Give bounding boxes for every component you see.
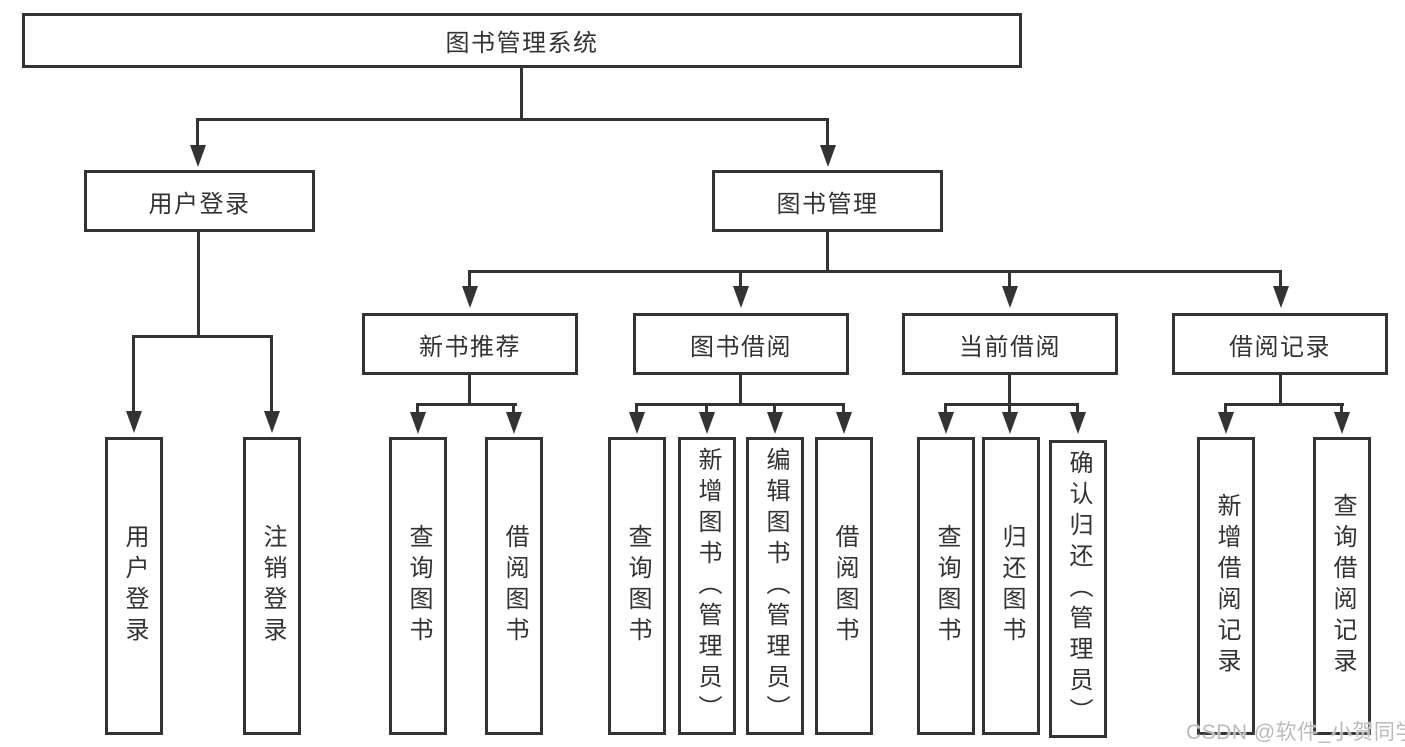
- leaf-edit-books-admin: 编辑图书（管理员）: [746, 437, 804, 735]
- leaf-query-books-recommend-label: 查询图书: [405, 524, 432, 648]
- node-current-borrow: 当前借阅: [902, 313, 1118, 375]
- leaf-logout: 注销登录: [243, 437, 301, 735]
- connector-segment: [197, 232, 200, 337]
- connector-segment: [520, 68, 523, 120]
- connector-segment: [826, 118, 829, 147]
- leaf-borrow-books: 借阅图书: [815, 437, 873, 735]
- connector-segment: [1340, 403, 1343, 414]
- node-borrow-record-label: 借阅记录: [1229, 333, 1331, 361]
- connector-segment: [739, 375, 742, 406]
- arrow-down-icon: [836, 412, 852, 434]
- node-book-management-label: 图书管理: [776, 190, 879, 218]
- leaf-query-books-current-label: 查询图书: [933, 524, 960, 648]
- connector-segment: [842, 403, 845, 414]
- arrow-down-icon: [1002, 412, 1018, 434]
- leaf-add-books-admin: 新增图书（管理员）: [678, 437, 736, 735]
- connector-segment: [270, 335, 273, 413]
- leaf-return-books-label: 归还图书: [998, 524, 1025, 648]
- node-book-borrow: 图书借阅: [633, 313, 849, 375]
- arrow-down-icon: [506, 412, 522, 434]
- arrow-down-icon: [733, 286, 749, 308]
- connector-segment: [944, 403, 1079, 406]
- leaf-confirm-return-admin: 确认归还（管理员）: [1049, 440, 1107, 738]
- node-book-management: 图书管理: [712, 170, 943, 232]
- arrow-down-icon: [1334, 412, 1350, 434]
- leaf-user-login: 用户登录: [105, 437, 163, 735]
- leaf-add-borrow-record: 新增借阅记录: [1197, 437, 1255, 735]
- node-new-book-recommend-label: 新书推荐: [419, 333, 521, 361]
- connector-segment: [944, 403, 947, 414]
- leaf-return-books: 归还图书: [982, 437, 1040, 735]
- connector-segment: [132, 335, 135, 413]
- leaf-borrow-books-recommend-label: 借阅图书: [501, 524, 528, 648]
- arrow-down-icon: [190, 145, 206, 167]
- leaf-add-borrow-record-label: 新增借阅记录: [1213, 493, 1240, 679]
- connector-segment: [416, 403, 419, 414]
- node-root-label: 图书管理系统: [445, 30, 599, 57]
- arrow-down-icon: [629, 412, 645, 434]
- connector-segment: [1279, 375, 1282, 406]
- node-borrow-record: 借阅记录: [1172, 313, 1388, 375]
- leaf-edit-books-admin-label: 编辑图书（管理员）: [762, 446, 789, 726]
- arrow-down-icon: [1218, 412, 1234, 434]
- connector-segment: [739, 270, 742, 288]
- connector-segment: [1224, 403, 1227, 414]
- leaf-query-books-current: 查询图书: [917, 437, 975, 735]
- connector-segment: [1076, 403, 1079, 414]
- connector-segment: [196, 118, 829, 121]
- arrow-down-icon: [462, 286, 478, 308]
- connector-segment: [468, 375, 471, 406]
- arrow-down-icon: [1002, 286, 1018, 308]
- connector-segment: [635, 403, 638, 414]
- connector-segment: [468, 270, 471, 288]
- leaf-query-borrow-record: 查询借阅记录: [1313, 437, 1371, 735]
- arrow-down-icon: [699, 412, 715, 434]
- leaf-logout-label: 注销登录: [259, 524, 286, 648]
- connector-segment: [1008, 375, 1011, 406]
- connector-segment: [773, 403, 776, 414]
- leaf-borrow-books-recommend: 借阅图书: [485, 437, 543, 735]
- leaf-add-books-admin-label: 新增图书（管理员）: [694, 446, 721, 726]
- connector-segment: [1279, 270, 1282, 288]
- connector-segment: [826, 232, 829, 272]
- connector-segment: [468, 270, 1282, 273]
- leaf-query-books-recommend: 查询图书: [389, 437, 447, 735]
- leaf-query-books-borrow: 查询图书: [608, 437, 666, 735]
- arrow-down-icon: [938, 412, 954, 434]
- leaf-confirm-return-admin-label: 确认归还（管理员）: [1065, 449, 1092, 729]
- connector-segment: [1008, 270, 1011, 288]
- arrow-down-icon: [767, 412, 783, 434]
- connector-segment: [416, 403, 517, 406]
- arrow-down-icon: [410, 412, 426, 434]
- connector-segment: [1224, 403, 1344, 406]
- arrow-down-icon: [1070, 412, 1086, 434]
- leaf-query-books-borrow-label: 查询图书: [624, 524, 651, 648]
- connector-segment: [1008, 403, 1011, 414]
- node-new-book-recommend: 新书推荐: [362, 313, 578, 375]
- csdn-watermark: CSDN @软件_小贺同学: [1186, 721, 1405, 744]
- arrow-down-icon: [820, 145, 836, 167]
- leaf-user-login-label: 用户登录: [121, 524, 148, 648]
- arrow-down-icon: [264, 411, 280, 433]
- node-book-borrow-label: 图书借阅: [690, 333, 792, 361]
- arrow-down-icon: [126, 411, 142, 433]
- node-current-borrow-label: 当前借阅: [959, 333, 1061, 361]
- leaf-query-borrow-record-label: 查询借阅记录: [1329, 493, 1356, 679]
- node-user-login-label: 用户登录: [148, 190, 251, 218]
- arrow-down-icon: [1273, 286, 1289, 308]
- connector-segment: [705, 403, 708, 414]
- connector-segment: [512, 403, 515, 414]
- node-user-login: 用户登录: [84, 170, 315, 232]
- connector-segment: [132, 335, 273, 338]
- connector-segment: [196, 118, 199, 147]
- connector-segment: [635, 403, 845, 406]
- node-root: 图书管理系统: [22, 13, 1022, 68]
- leaf-borrow-books-label: 借阅图书: [831, 524, 858, 648]
